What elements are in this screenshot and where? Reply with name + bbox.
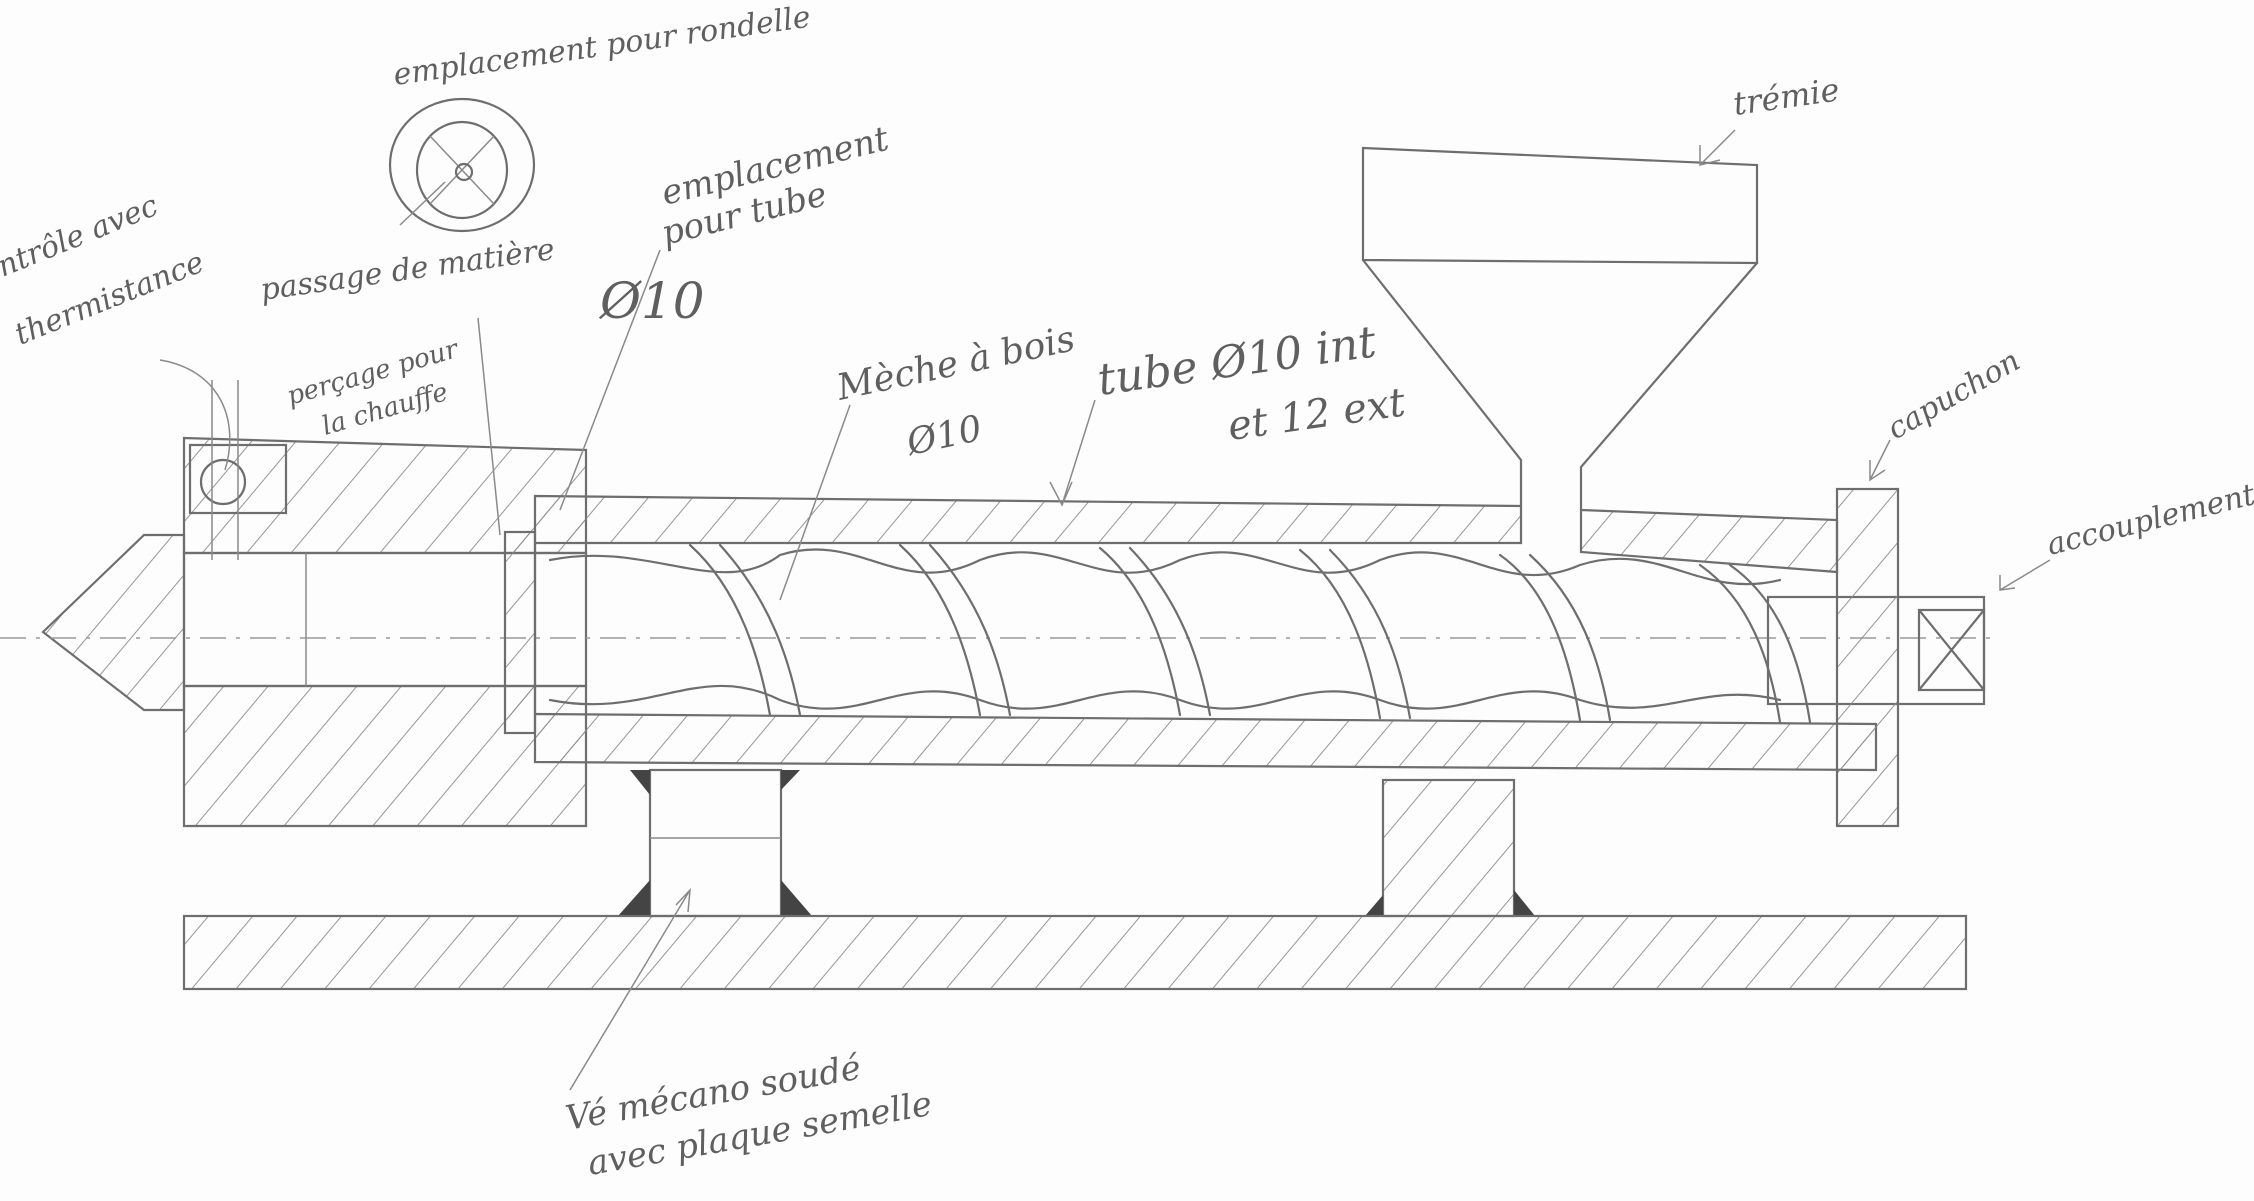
label-auger-2: Ø10 [902, 408, 985, 464]
auger-screw [548, 543, 1812, 724]
washer-section [503, 530, 537, 735]
heater-block [182, 380, 588, 828]
label-tube-2: et 12 ext [1225, 379, 1409, 450]
nozzle [41, 533, 186, 712]
label-coupling: accouplement [2043, 477, 2254, 563]
label-washer-location: emplacement pour rondelle [391, 0, 812, 93]
label-cap: capuchon [1882, 343, 2027, 447]
leader-lines [159, 129, 2051, 1091]
base-plate [182, 914, 1968, 991]
barrel-tube [533, 494, 1878, 772]
v-supports [618, 768, 1535, 918]
hopper [1361, 146, 1759, 512]
thermistor-hole [199, 458, 247, 506]
label-diameter-10: Ø10 [598, 272, 705, 330]
label-hopper: trémie [1731, 70, 1842, 122]
end-cap [1835, 487, 1900, 828]
coupling [1917, 608, 1986, 692]
washer-detail [388, 97, 536, 233]
label-auger-1: Mèche à bois [832, 318, 1078, 409]
label-material-passage: passage de matière [258, 232, 557, 308]
